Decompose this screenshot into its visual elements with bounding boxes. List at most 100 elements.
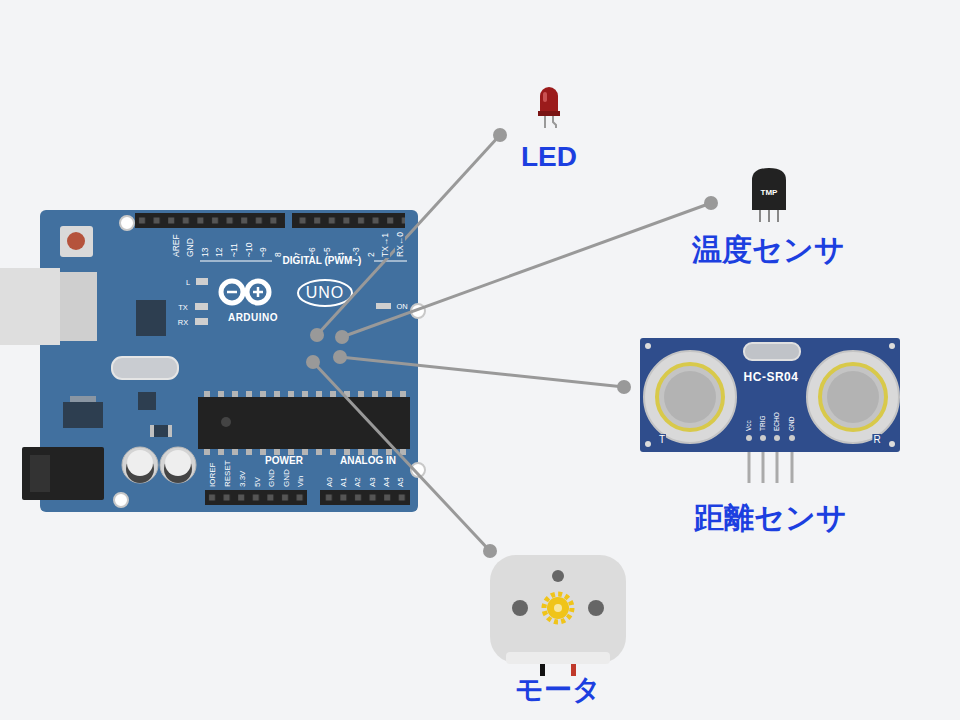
logo-symbol [221,281,243,303]
reset-button [60,226,93,257]
motor-gear [544,594,572,622]
component-label: 温度センサ [692,233,845,268]
distance-sensor-node: HC-SR04 距離センサ [630,336,910,536]
mount-hole [120,216,134,230]
sensor-marking: HC-SR04 [744,371,799,385]
led-body [538,111,560,116]
motor-screw [552,570,564,582]
pin-name: GND [282,468,292,488]
connector-line [335,196,718,344]
microcontroller [221,417,231,427]
connector-dot [483,544,497,558]
pin-name: TX→1 [380,232,390,258]
component-label: 距離センサ [694,501,847,536]
pin-name: A0 [325,476,335,488]
pin-name: IOREF [208,462,218,488]
status-led [195,318,208,325]
crystal [744,343,800,360]
connector-line [313,362,490,551]
power-jack [30,455,50,492]
connector-dot [335,330,349,344]
connector-dot [306,355,320,369]
component-label: モータ [515,674,601,706]
connector-line [310,128,507,342]
capacitor [160,447,196,483]
chip [150,425,154,437]
usb-connector [60,272,97,341]
sensor-board [640,338,900,452]
header-title: DIGITAL (PWM~) [282,255,363,267]
arduino-board [0,210,425,512]
pin-name: ECHO [773,411,781,432]
chip [136,300,166,336]
pin-name: ~10 [244,242,254,258]
header-title: POWER [264,455,304,467]
pin-header [292,213,405,228]
pin-header [205,490,307,505]
motor-gear [554,604,562,612]
pin-name: 13 [200,247,210,258]
pin-name: 3.3V [238,470,248,488]
led-leg [544,116,546,128]
sensor-leg [762,450,765,483]
capacitor [127,450,153,476]
pin-name: AREF [171,233,181,258]
led-node: LED [505,80,595,178]
pin-name: A1 [339,476,349,488]
motor-screw [588,600,604,616]
transducer [657,364,723,430]
logo-symbol [227,291,237,294]
pin-header [135,213,285,228]
transducer [644,351,736,443]
pin-name: A4 [382,476,392,488]
sensor-marking: TMP [761,188,778,197]
capacitor [122,447,158,483]
motor-body [490,555,626,663]
component-label: LED [521,141,577,173]
temperature-sensor-node: TMP 温度センサ [680,165,860,270]
pin-name: A5 [396,476,406,488]
transducer [820,364,886,430]
sensor-leg [777,208,779,222]
power-jack [22,447,104,500]
led-name: RX [177,318,189,327]
status-led [376,303,391,309]
led-leg [553,116,556,128]
chip [138,392,156,410]
microcontroller [198,397,410,449]
usb-connector [0,268,97,345]
connector-line [333,350,631,394]
led-name: L [185,278,191,287]
pin-pad [789,435,795,441]
pin-header [320,490,410,505]
motor-gear [547,597,569,619]
mount-hole [889,343,895,349]
mount-hole [645,343,651,349]
silkscreen-line [374,261,407,262]
pin-name: RX←0 [395,231,405,258]
sensor-leg [759,208,761,222]
silkscreen-line [200,261,272,262]
motor-node: モータ [480,553,636,715]
crystal [112,357,178,379]
pin-pad [774,435,780,441]
transducer-mark: T [658,434,666,446]
temperature-sensor-symbol [752,168,786,222]
logo-symbol [247,281,269,303]
pin-header [205,490,307,505]
pin-header [320,490,410,505]
connector-line [340,357,624,387]
sensor-body [752,168,786,210]
connector-line [317,135,500,335]
status-led [195,303,208,310]
pin-name: Vcc [745,419,753,432]
sensor-leg [791,450,794,483]
chip [150,425,172,437]
connector-dot [310,328,324,342]
board-model-text: UNO [306,284,345,302]
sensor-leg [748,450,751,483]
pin-pad [760,435,766,441]
